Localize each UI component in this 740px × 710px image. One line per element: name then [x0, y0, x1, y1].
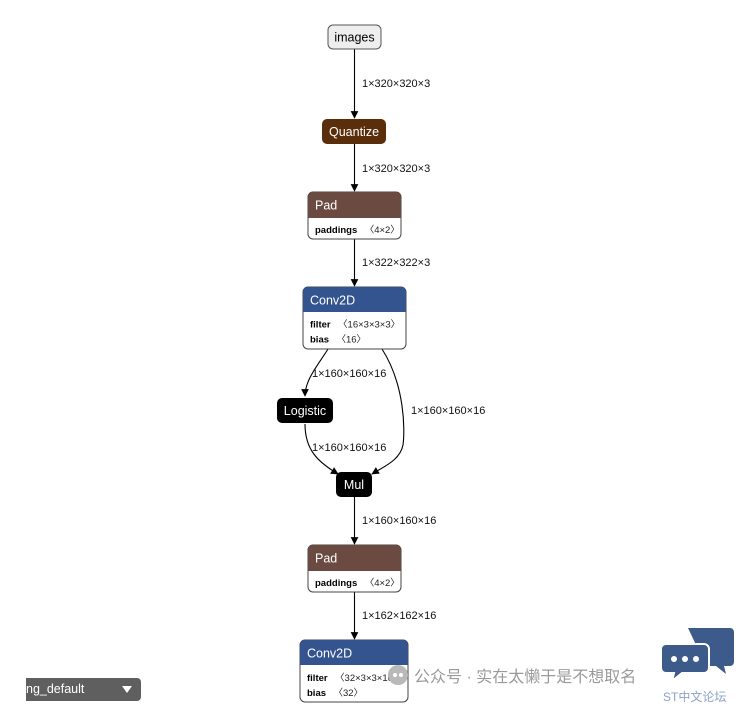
node-title: Quantize — [329, 125, 379, 139]
node-attr: bias 〈16〉 — [310, 330, 366, 347]
attr-value: 〈32×3×3×16〉 — [335, 673, 402, 684]
st-forum-logo — [660, 628, 734, 684]
node-pad[interactable]: Pad paddings 〈4×2〉 — [307, 544, 402, 593]
node-title: Logistic — [284, 404, 326, 418]
node-title: Conv2D — [307, 647, 352, 661]
node-quantize[interactable]: Quantize — [322, 119, 386, 144]
edge-label: 1×320×320×3 — [362, 163, 430, 175]
node-title: Mul — [344, 478, 364, 492]
edge-pad2-conv2: 1×162×162×16 — [350, 592, 436, 640]
chevron-down-icon[interactable] — [122, 686, 132, 693]
attr-value: 〈16×3×3×3〉 — [338, 320, 400, 331]
edge-logistic-mul: 1×160×160×16 — [304, 423, 386, 475]
graph-selector-dropdown[interactable]: ng_default — [26, 678, 141, 701]
edge-label: 1×160×160×16 — [411, 405, 485, 417]
attr-key: paddings — [315, 225, 357, 236]
node-title: Pad — [315, 199, 337, 213]
node-images[interactable]: images — [327, 24, 382, 50]
attr-key: filter — [310, 320, 331, 331]
edge-label: 1×160×160×16 — [312, 368, 386, 380]
edge-conv1-logistic: 1×160×160×16 — [301, 348, 386, 397]
st-forum-text: ST中文论坛 — [663, 690, 727, 704]
node-mul[interactable]: Mul — [336, 472, 372, 497]
node-title: Conv2D — [310, 294, 355, 308]
edge-label: 1×320×320×3 — [362, 78, 430, 90]
node-pad[interactable]: Pad paddings 〈4×2〉 — [307, 191, 402, 240]
attr-value: 〈4×2〉 — [365, 225, 400, 236]
attr-value: 〈32〉 — [333, 688, 363, 699]
watermark-text: 公众号 · 实在太懒于是不想取名 — [414, 669, 637, 686]
edge-images-quantize: 1×320×320×3 — [350, 49, 430, 119]
attr-key: bias — [310, 335, 329, 346]
edge-label: 1×160×160×16 — [312, 442, 386, 454]
attr-value: 〈4×2〉 — [365, 578, 400, 589]
wechat-icon — [388, 665, 408, 685]
node-attr: filter 〈32×3×3×16〉 — [307, 668, 402, 685]
dropdown-label: ng_default — [26, 682, 85, 696]
edge-quantize-pad1: 1×320×320×3 — [350, 144, 430, 192]
edge-mul-pad2: 1×160×160×16 — [350, 497, 436, 545]
node-attr: bias 〈32〉 — [307, 683, 363, 700]
attr-key: bias — [307, 688, 326, 699]
node-logistic[interactable]: Logistic — [277, 398, 333, 423]
node-attr: filter 〈16×3×3×3〉 — [310, 315, 400, 332]
edge-pad1-conv1: 1×322×322×3 — [350, 239, 430, 287]
attr-key: paddings — [315, 578, 357, 589]
node-conv2d[interactable]: Conv2D filter 〈32×3×3×16〉 bias 〈32〉 — [299, 639, 409, 703]
node-attr: paddings 〈4×2〉 — [315, 220, 400, 237]
node-title: Pad — [315, 552, 337, 566]
node-title: images — [334, 31, 374, 45]
attr-value: 〈16〉 — [336, 335, 366, 346]
node-conv2d[interactable]: Conv2D filter 〈16×3×3×3〉 bias 〈16〉 — [302, 286, 407, 350]
edge-conv1-mul: 1×160×160×16 — [371, 348, 485, 475]
edge-label: 1×160×160×16 — [362, 515, 436, 527]
watermark: 公众号 · 实在太懒于是不想取名 — [388, 663, 636, 687]
edge-label: 1×322×322×3 — [362, 257, 430, 269]
edge-label: 1×162×162×16 — [362, 610, 436, 622]
attr-key: filter — [307, 673, 328, 684]
node-attr: paddings 〈4×2〉 — [315, 573, 400, 590]
